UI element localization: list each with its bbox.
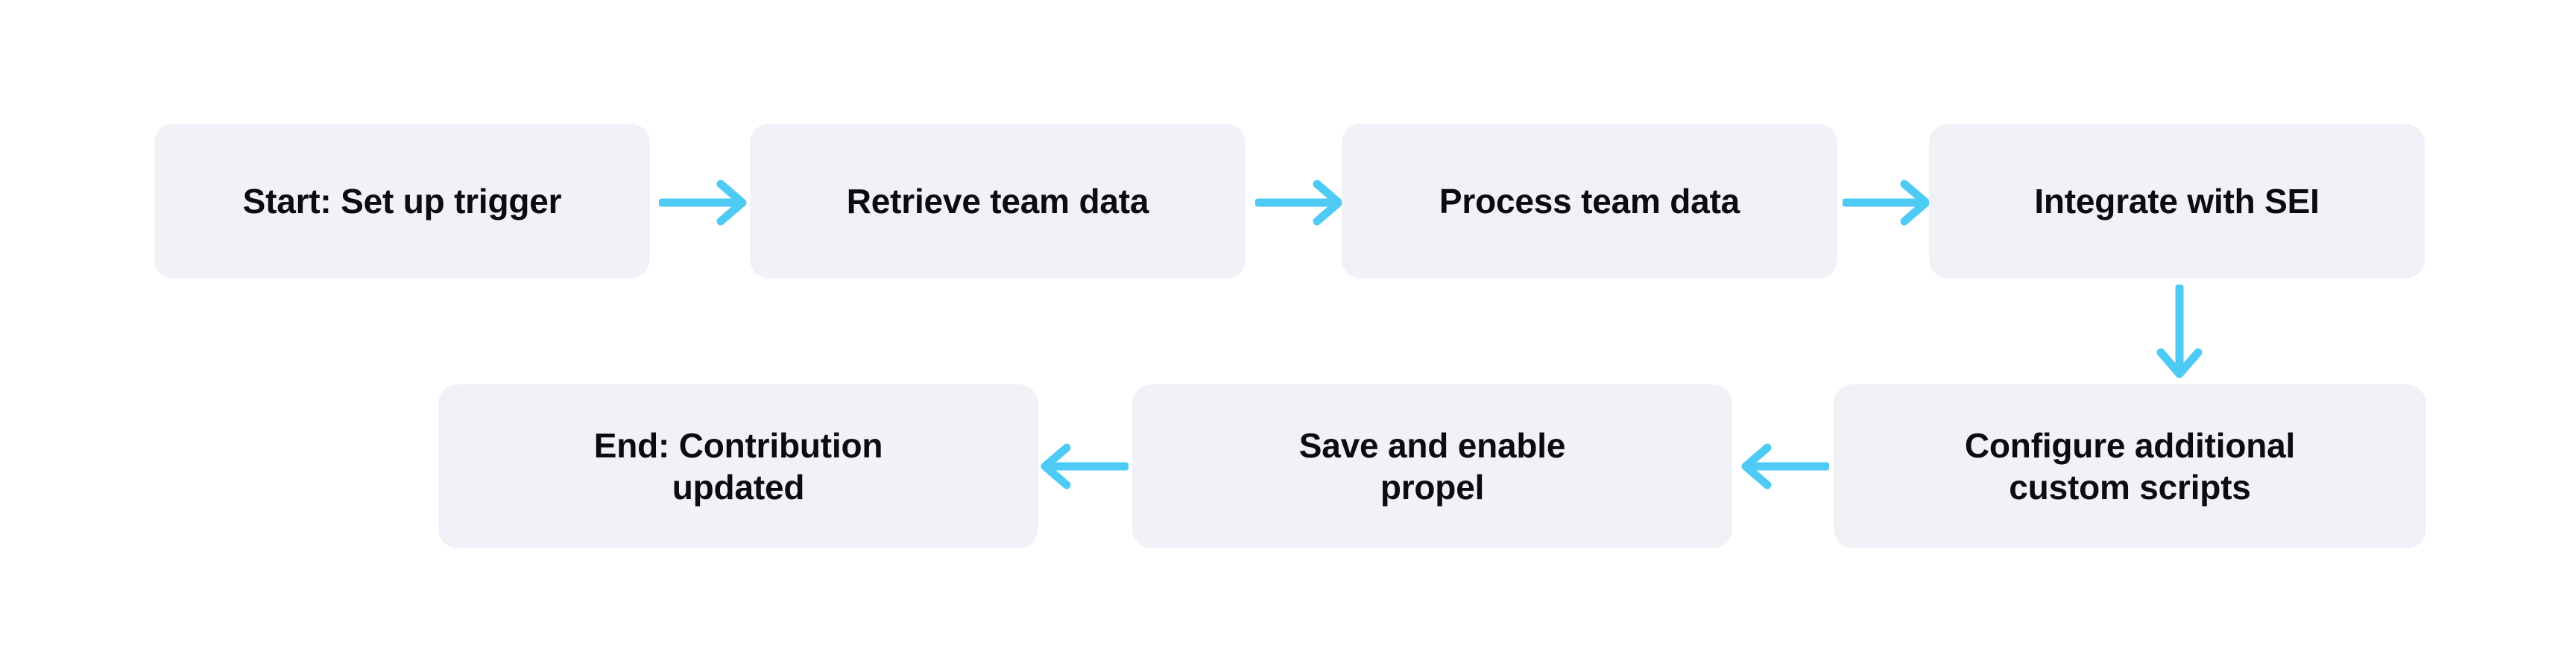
flow-node-label: End: Contribution updated — [593, 425, 883, 507]
flow-node-save-and-enable-propel[interactable]: Save and enable propel — [1132, 384, 1732, 548]
flow-node-integrate-with-sei[interactable]: Integrate with SEI — [1929, 124, 2425, 279]
arrow-down-integrate-to-configure — [2154, 285, 2205, 381]
flow-node-retrieve-team-data[interactable]: Retrieve team data — [750, 124, 1246, 279]
arrow-right-retrieve-to-process — [1255, 177, 1346, 228]
flow-node-label: Configure additional custom scripts — [1964, 425, 2296, 507]
flow-node-label: Retrieve team data — [846, 181, 1149, 221]
flow-node-process-team-data[interactable]: Process team data — [1342, 124, 1837, 279]
flow-node-end-contribution-updated[interactable]: End: Contribution updated — [438, 384, 1038, 548]
arrow-right-process-to-integrate — [1843, 177, 1933, 228]
flow-node-configure-custom-scripts[interactable]: Configure additional custom scripts — [1834, 384, 2426, 548]
flow-node-label: Save and enable propel — [1298, 425, 1566, 507]
flow-node-label: Process team data — [1439, 181, 1740, 221]
arrow-right-start-to-retrieve — [659, 177, 750, 228]
arrow-left-configure-to-save — [1738, 441, 1829, 492]
flow-node-label: Start: Set up trigger — [242, 181, 562, 221]
flow-node-label: Integrate with SEI — [2034, 181, 2320, 221]
flow-node-start[interactable]: Start: Set up trigger — [154, 124, 650, 279]
arrow-left-save-to-end — [1038, 441, 1128, 492]
